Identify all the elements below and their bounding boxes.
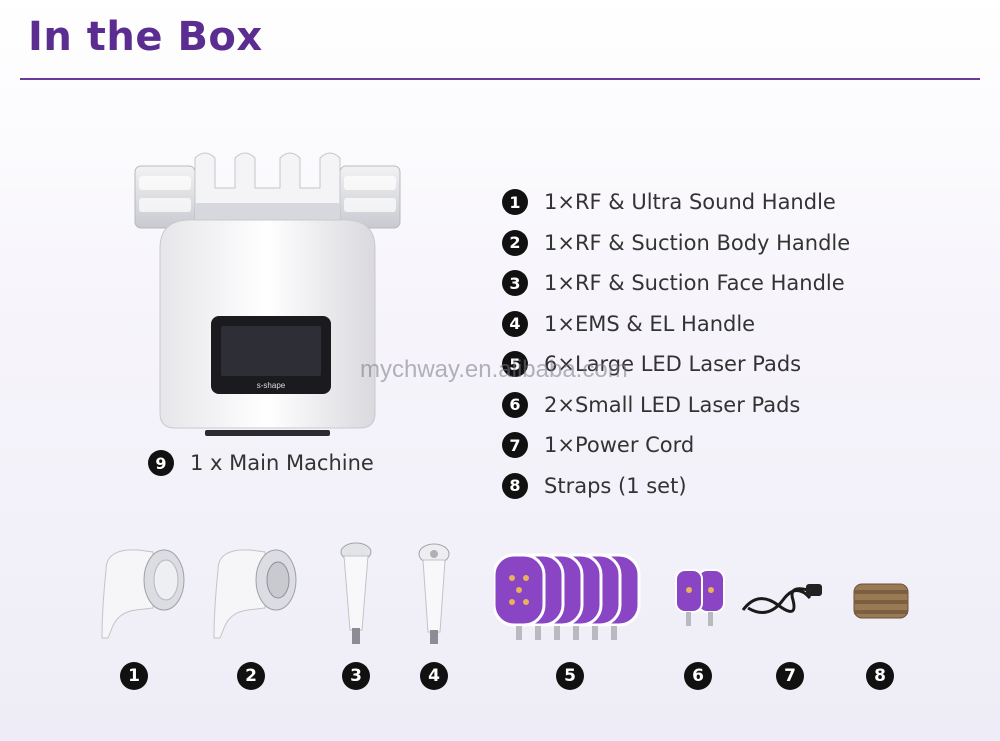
list-item: 3 1×RF & Suction Face Handle (502, 263, 850, 304)
straps-icon (853, 583, 909, 619)
list-item-label: 1×RF & Suction Body Handle (544, 230, 851, 255)
page-title: In the Box (28, 14, 263, 60)
number-badge: 1 (120, 662, 148, 690)
number-badge: 3 (342, 662, 370, 690)
number-badge: 5 (502, 351, 528, 378)
watermark: mychway.en.alibaba.com (360, 356, 628, 383)
list-item-label: 1×RF & Ultra Sound Handle (544, 190, 836, 215)
small-led-pads-icon (675, 569, 725, 626)
number-badge: 2 (237, 662, 265, 690)
number-badge: 7 (776, 662, 804, 690)
main-machine-caption: 9 1 x Main Machine (148, 450, 374, 476)
title-divider (20, 78, 980, 80)
list-item-label: Straps (1 set) (544, 473, 687, 498)
number-badge: 1 (502, 189, 528, 216)
list-item: 1 1×RF & Ultra Sound Handle (502, 182, 850, 223)
number-badge: 6 (684, 662, 712, 690)
list-item-label: 6×Large LED Laser Pads (544, 352, 802, 377)
number-badge: 2 (502, 229, 528, 256)
list-item: 2 1×RF & Suction Body Handle (502, 223, 850, 264)
large-led-pads-icon (494, 553, 641, 640)
number-badge: 9 (148, 450, 174, 476)
list-item-label: 2×Small LED Laser Pads (544, 392, 801, 417)
face-handle-icon (340, 542, 372, 644)
main-machine-image: s-shape (134, 152, 401, 436)
number-badge: 5 (556, 662, 584, 690)
list-item: 7 1×Power Cord (502, 425, 850, 466)
list-item: 6 2×Small LED Laser Pads (502, 385, 850, 426)
svg-text:s-shape: s-shape (257, 381, 286, 390)
number-badge: 7 (502, 432, 528, 459)
list-item: 5 6×Large LED Laser Pads (502, 344, 850, 385)
contents-list: 1 1×RF & Ultra Sound Handle 2 1×RF & Suc… (502, 182, 850, 506)
power-cord-icon (741, 584, 822, 614)
list-item-label: 1×Power Cord (544, 433, 695, 458)
number-badge: 4 (420, 662, 448, 690)
list-item: 8 Straps (1 set) (502, 466, 850, 507)
number-badge: 8 (502, 472, 528, 499)
number-badge: 8 (866, 662, 894, 690)
number-badge: 3 (502, 270, 528, 297)
list-item-label: 1×RF & Suction Face Handle (544, 271, 845, 296)
ultrasound-handle-icon (101, 549, 185, 639)
list-item: 4 1×EMS & EL Handle (502, 304, 850, 345)
number-badge: 6 (502, 391, 528, 418)
list-item-label: 1×EMS & EL Handle (544, 311, 756, 336)
number-badge: 4 (502, 310, 528, 337)
suction-body-handle-icon (213, 549, 297, 639)
main-machine-label: 1 x Main Machine (190, 451, 374, 475)
ems-handle-icon (418, 543, 450, 644)
